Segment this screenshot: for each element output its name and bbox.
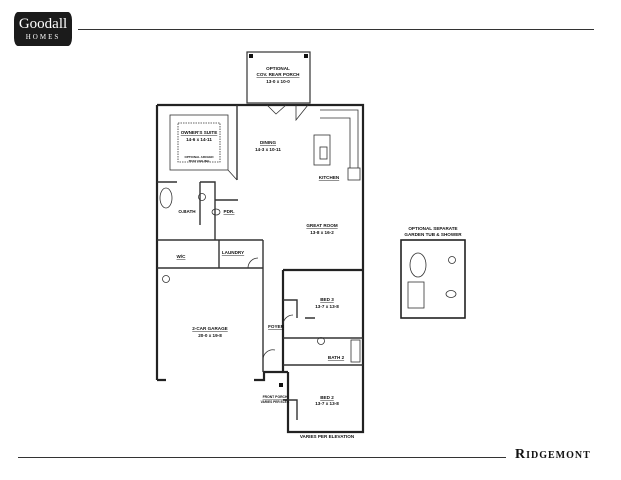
owners-suite-dims: 14-6 x 14-11: [186, 137, 212, 142]
front-porch-label: FRONT PORCH: [263, 395, 288, 399]
bath2-sink: [317, 337, 325, 345]
bath2-label: BATH 2: [328, 355, 345, 360]
kitchen-island: [313, 134, 331, 166]
great-room-dims: 13-8 x 16-2: [310, 230, 334, 235]
porch-post: [249, 54, 253, 58]
kitchen-sink: [319, 146, 328, 160]
interior-walls: [157, 105, 363, 420]
garden-tub: [159, 187, 173, 209]
rear-porch-dims: 13-0 x 10-0: [266, 79, 290, 84]
dining-dims: 14-3 x 10-11: [255, 147, 281, 152]
tray-ceiling-inner: [177, 122, 221, 163]
inset-sink: [448, 256, 456, 264]
laundry-label: LAUNDRY: [222, 250, 244, 255]
front-porch-post: [279, 383, 283, 387]
foyer-label: FOYER: [268, 324, 285, 329]
rear-porch-outline: [246, 51, 311, 104]
tray-ceiling-outer: [169, 114, 229, 171]
wic-label: W/C: [177, 254, 187, 259]
exterior-walls: [155, 103, 365, 434]
tray-ceiling-note: OPTIONAL ARCHED: [184, 155, 214, 159]
option-inset-label2: GARDEN TUB & SHOWER: [404, 232, 462, 237]
garage-label: 2-CAR GARAGE: [192, 326, 227, 331]
option-inset-label: OPTIONAL SEPARATE: [408, 226, 457, 231]
option-inset-outline: [400, 239, 466, 319]
door-swings: [227, 104, 309, 361]
inset-shower: [407, 281, 425, 309]
bed3-label: BED 3: [320, 297, 334, 302]
bath2-tub: [350, 339, 361, 363]
inset-tub: [409, 252, 427, 278]
toilet: [211, 208, 221, 216]
sink: [198, 193, 206, 201]
powder-label: PDR.: [224, 209, 235, 214]
owner-bath-label: O.BATH: [178, 209, 196, 214]
elevation-note: VARIES PER ELEVATION: [300, 434, 355, 439]
bed2-label: BED 2: [320, 395, 334, 400]
front-porch-note: VARIES PER ELEV.: [261, 400, 290, 404]
bottom-divider: [18, 457, 506, 458]
dining-label: DINING: [260, 140, 277, 145]
top-divider: [78, 29, 594, 30]
logo-line2: HOMES: [25, 33, 61, 41]
kitchen-label: KITCHEN: [319, 175, 340, 180]
bed3-dims: 13-7 x 13-8: [315, 304, 339, 309]
rear-porch-label: OPTIONAL: [266, 66, 290, 71]
tray-ceiling-note2: TRAY CEILING: [189, 159, 211, 163]
goodall-homes-logo: Goodall HOMES: [14, 12, 72, 46]
water-heater: [162, 275, 170, 283]
porch-post: [304, 54, 308, 58]
kitchen-counter: [320, 109, 359, 168]
rear-porch-label2: COV. REAR PORCH: [257, 72, 301, 77]
refrigerator: [347, 167, 361, 181]
logo-line1: Goodall: [18, 16, 68, 32]
bed2-dims: 13-7 x 13-8: [315, 401, 339, 406]
great-room-label: GREAT ROOM: [306, 223, 337, 228]
plan-title: Ridgemont: [515, 447, 591, 462]
owners-suite-label: OWNER'S SUITE: [181, 130, 218, 135]
garage-dims: 20-0 x 19-8: [198, 333, 222, 338]
inset-toilet: [445, 290, 457, 298]
